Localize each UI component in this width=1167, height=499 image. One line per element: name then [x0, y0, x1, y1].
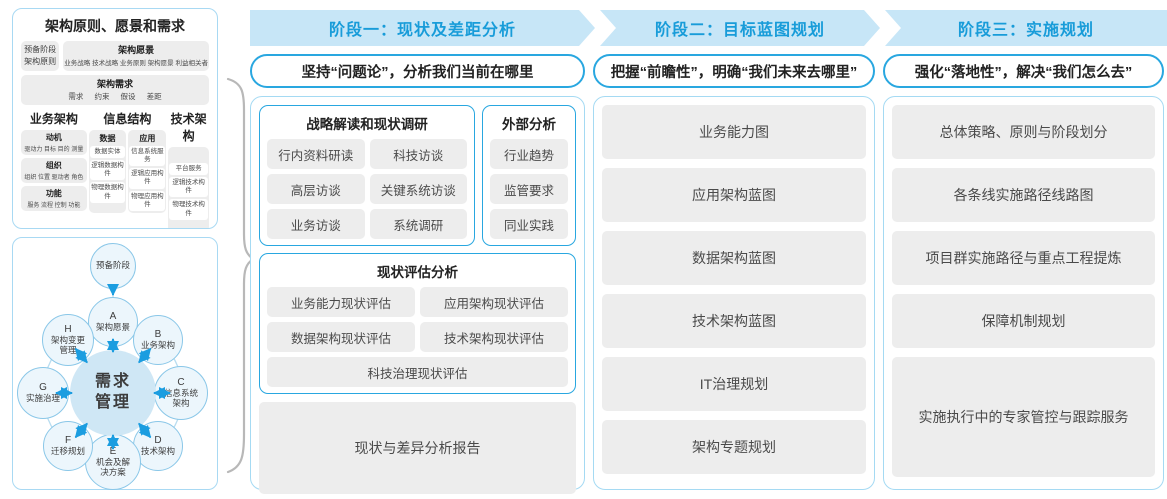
- information-structure-column: 信息结构 数据 数据实体 逻辑数据构件 物理数据构件 应用 信息系统服务 逻辑应…: [88, 110, 167, 228]
- organization-box: 组织 组织 位置 驱动者 角色: [21, 158, 87, 183]
- business-architecture-column: 业务架构 动机 驱动力 目标 目的 测量 组织 组织 位置 驱动者 角色 功能 …: [21, 110, 87, 228]
- phase2-container: 业务能力图 应用架构蓝图 数据架构蓝图 技术架构蓝图 IT治理规划 架构专题规划: [593, 96, 875, 490]
- prep-line2: 架构原则: [24, 57, 57, 66]
- architecture-content-framework-panel: 架构原则、愿景和需求 预备阶段 架构原则 架构愿景 业务战略 技术战略 业务原则…: [12, 8, 218, 229]
- requirements-box: 架构需求 需求 约束 假设 差距: [21, 75, 209, 105]
- adm-node-f: F 迁移规划: [43, 421, 93, 471]
- adm-cycle-panel: 预备阶段 A 架构愿景 B 业务架构 C 信息系统架构 D 技术架构 E 机会及…: [12, 237, 218, 490]
- data-item: 逻辑数据构件: [89, 160, 126, 181]
- strategy-item: 关键系统访谈: [369, 174, 467, 204]
- external-group-title: 外部分析: [502, 117, 556, 132]
- adm-node-preliminary: 预备阶段: [90, 243, 136, 289]
- function-title: 功能: [45, 189, 62, 198]
- phase2-subtitle: 把握“前瞻性”，明确“我们未来去哪里”: [593, 54, 875, 88]
- phase2-item: 技术架构蓝图: [602, 294, 866, 348]
- data-subcolumn: 数据 数据实体 逻辑数据构件 物理数据构件: [88, 130, 127, 213]
- phase2-item: 数据架构蓝图: [602, 231, 866, 285]
- strategy-item: 行内资料研读: [267, 139, 365, 169]
- motivation-detail: 驱动力 目标 目的 测量: [24, 147, 84, 153]
- prep-principle-box: 预备阶段 架构原则: [21, 41, 60, 71]
- phase3-item: 保障机制规划: [892, 294, 1155, 348]
- framework-columns: 业务架构 动机 驱动力 目标 目的 测量 组织 组织 位置 驱动者 角色 功能 …: [21, 110, 209, 228]
- adm-node-b: B 业务架构: [133, 315, 183, 365]
- external-item: 行业趋势: [490, 139, 568, 169]
- requirements-title: 架构需求: [96, 79, 133, 89]
- application-subcolumn: 应用 信息系统服务 逻辑应用构件 物理应用构件: [128, 130, 167, 213]
- evaluation-item: 业务能力现状评估: [267, 287, 415, 317]
- phase3-subtitle: 强化“落地性”，解决“我们怎么去”: [883, 54, 1164, 88]
- information-structure-title: 信息结构: [103, 112, 152, 126]
- strategy-item: 系统调研: [369, 209, 467, 239]
- adm-node-a: A 架构愿景: [88, 297, 138, 347]
- external-items: 行业趋势 监管要求 同业实践: [490, 139, 568, 239]
- data-item: 数据实体: [89, 146, 126, 159]
- function-detail: 服务 流程 控制 功能: [27, 203, 81, 209]
- strategy-item: 科技访谈: [369, 139, 467, 169]
- phase3-item: 项目群实施路径与重点工程提炼: [892, 231, 1155, 285]
- application-item: 物理应用构件: [129, 190, 166, 211]
- strategy-research-group: 战略解读和现状调研 行内资料研读 科技访谈 高层访谈 关键系统访谈 业务访谈 系…: [259, 105, 475, 246]
- evaluation-group-title: 现状评估分析: [377, 265, 458, 280]
- function-box: 功能 服务 流程 控制 功能: [21, 186, 87, 211]
- evaluation-item: 应用架构现状评估: [420, 287, 568, 317]
- phase3-item: 总体策略、原则与阶段划分: [892, 105, 1155, 159]
- requirements-items: 需求 约束 假设 差距: [68, 92, 162, 101]
- organization-title: 组织: [45, 161, 62, 170]
- evaluation-items-grid: 业务能力现状评估 应用架构现状评估 数据架构现状评估 技术架构现状评估 科技治理…: [267, 287, 568, 387]
- evaluation-item: 科技治理现状评估: [267, 357, 568, 387]
- strategy-group-title: 战略解读和现状调研: [306, 117, 428, 132]
- adm-node-c: C 信息系统架构: [154, 366, 208, 420]
- prep-line1: 预备阶段: [24, 45, 57, 54]
- motivation-box: 动机 驱动力 目标 目的 测量: [21, 130, 87, 155]
- technology-item: 物理技术构件: [169, 199, 208, 220]
- evaluation-item: 技术架构现状评估: [420, 322, 568, 352]
- technology-item: 平台服务: [169, 163, 208, 176]
- adm-node-e: E 机会及解决方案: [85, 434, 141, 490]
- phase2-item: 应用架构蓝图: [602, 168, 866, 222]
- phase3-banner: 阶段三：实施规划: [885, 10, 1167, 46]
- phase2-banner: 阶段二：目标蓝图规划: [600, 10, 880, 46]
- information-subcolumns: 数据 数据实体 逻辑数据构件 物理数据构件 应用 信息系统服务 逻辑应用构件 物…: [88, 130, 167, 213]
- current-state-evaluation-group: 现状评估分析 业务能力现状评估 应用架构现状评估 数据架构现状评估 技术架构现状…: [259, 253, 576, 394]
- data-item: 物理数据构件: [89, 182, 126, 203]
- adm-node-g: G 实施治理: [17, 367, 69, 419]
- phase2-item: 业务能力图: [602, 105, 866, 159]
- external-item: 同业实践: [490, 209, 568, 239]
- gap-analysis-report-box: 现状与差异分析报告: [259, 402, 576, 494]
- evaluation-item: 数据架构现状评估: [267, 322, 415, 352]
- external-analysis-group: 外部分析 行业趋势 监管要求 同业实践: [482, 105, 576, 246]
- external-item: 监管要求: [490, 174, 568, 204]
- strategy-items-grid: 行内资料研读 科技访谈 高层访谈 关键系统访谈 业务访谈 系统调研: [267, 139, 467, 239]
- technology-architecture-column: 技术架构 平台服务 逻辑技术构件 物理技术构件: [168, 110, 209, 228]
- phase1-subtitle: 坚持“问题论”，分析我们当前在哪里: [250, 54, 585, 88]
- phase3-item: 实施执行中的专家管控与跟踪服务: [892, 357, 1155, 477]
- application-item: 信息系统服务: [129, 146, 166, 167]
- adm-center-requirements-management: 需求管理: [70, 350, 156, 436]
- application-title: 应用: [139, 134, 156, 143]
- phase2-item: IT治理规划: [602, 357, 866, 411]
- data-title: 数据: [99, 134, 116, 143]
- vision-box: 架构愿景 业务战略 技术战略 业务原则 架构愿景 利益相关者: [63, 41, 209, 71]
- vision-title: 架构愿景: [118, 45, 155, 55]
- technology-item: 逻辑技术构件: [169, 177, 208, 198]
- organization-detail: 组织 位置 驱动者 角色: [24, 175, 84, 181]
- strategy-item: 高层访谈: [267, 174, 365, 204]
- phase1-top-row: 战略解读和现状调研 行内资料研读 科技访谈 高层访谈 关键系统访谈 业务访谈 系…: [259, 105, 576, 246]
- technology-architecture-title: 技术架构: [170, 112, 207, 143]
- phase1-banner: 阶段一：现状及差距分析: [250, 10, 595, 46]
- phase2-item: 架构专题规划: [602, 420, 866, 474]
- phase3-item: 各条线实施路径线路图: [892, 168, 1155, 222]
- business-architecture-title: 业务架构: [29, 112, 78, 126]
- application-item: 逻辑应用构件: [129, 168, 166, 189]
- phase1-container: 战略解读和现状调研 行内资料研读 科技访谈 高层访谈 关键系统访谈 业务访谈 系…: [250, 96, 585, 494]
- framework-row1: 预备阶段 架构原则 架构愿景 业务战略 技术战略 业务原则 架构愿景 利益相关者: [21, 41, 209, 71]
- strategy-item: 业务访谈: [267, 209, 365, 239]
- vision-items: 业务战略 技术战略 业务原则 架构愿景 利益相关者: [64, 60, 208, 67]
- phase3-container: 总体策略、原则与阶段划分 各条线实施路径线路图 项目群实施路径与重点工程提炼 保…: [883, 96, 1164, 490]
- technology-box: 平台服务 逻辑技术构件 物理技术构件: [168, 147, 209, 228]
- motivation-title: 动机: [45, 133, 62, 142]
- framework-title: 架构原则、愿景和需求: [45, 18, 185, 34]
